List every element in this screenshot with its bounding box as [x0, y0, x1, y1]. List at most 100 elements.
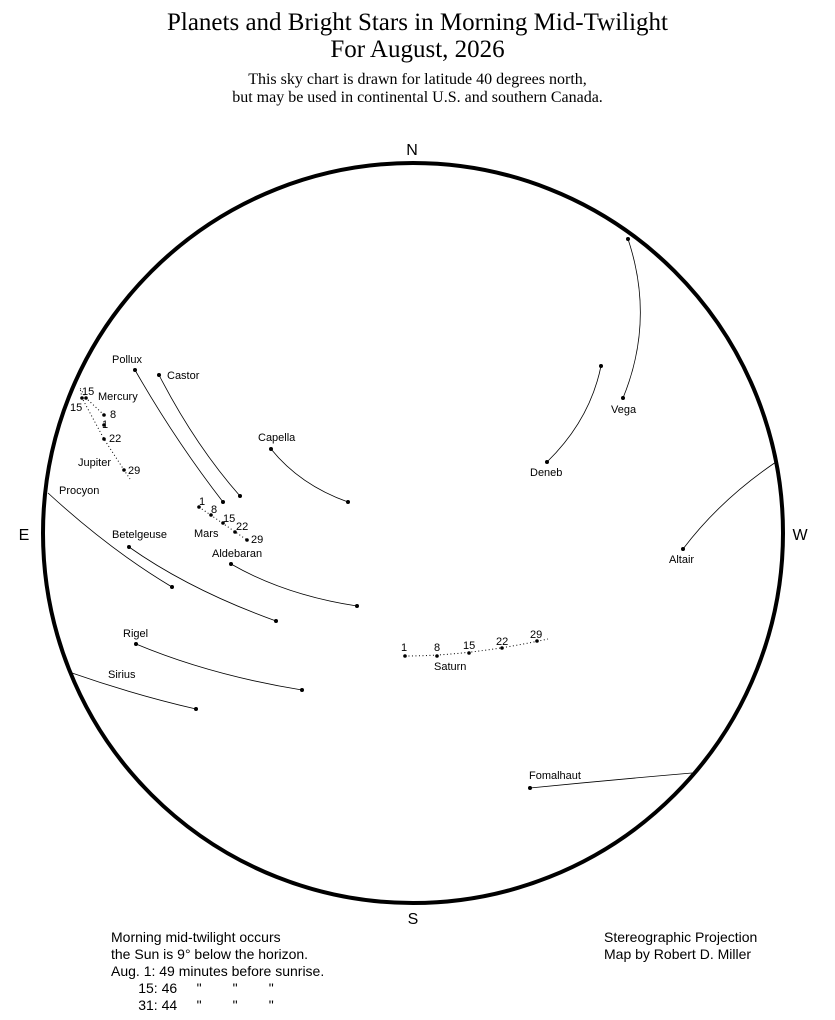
chart-title: Planets and Bright Stars in Morning Mid-… — [166, 9, 668, 36]
twilight-note-line-1: Morning mid-twilight occurs — [111, 929, 281, 945]
rigel-dot — [134, 642, 138, 646]
direction-south: S — [408, 911, 419, 928]
saturn-date-22: 22 — [496, 636, 508, 648]
castor-dot-end — [238, 494, 242, 498]
star-label-rigel: Rigel — [123, 628, 148, 640]
altair-dot — [681, 547, 685, 551]
altair-track — [682, 461, 777, 550]
betelgeuse-dot-end — [274, 619, 278, 623]
pollux-dot-end — [221, 500, 225, 504]
deneb-dot-start — [599, 364, 603, 368]
vega-dot — [621, 396, 625, 400]
vega-dot-start — [626, 237, 630, 241]
star-label-fomalhaut: Fomalhaut — [529, 770, 581, 782]
capella-dot-end — [346, 500, 350, 504]
planet-label-mercury: Mercury — [98, 391, 138, 403]
star-label-sirius: Sirius — [108, 669, 136, 681]
star-label-betelgeuse: Betelgeuse — [112, 529, 167, 541]
jupiter-dot-1 — [102, 423, 106, 427]
star-label-aldebaran: Aldebaran — [212, 548, 262, 560]
star-label-altair: Altair — [669, 554, 694, 566]
saturn-date-15: 15 — [463, 640, 475, 652]
twilight-note-line-3: Aug. 1: 49 minutes before sunrise. — [111, 963, 325, 979]
date-labels: 15 8 1 15 22 29 1 8 15 22 29 1 8 15 22 2… — [70, 386, 542, 654]
procyon-dot-end — [170, 585, 174, 589]
aldebaran-dot — [229, 562, 233, 566]
twilight-note-line-2: the Sun is 9° below the horizon. — [111, 946, 309, 962]
castor-dot — [157, 373, 161, 377]
pollux-track — [134, 369, 224, 503]
castor-track — [158, 374, 241, 497]
jupiter-date-29: 29 — [128, 465, 140, 477]
saturn-dot-15 — [467, 651, 471, 655]
saturn-dot-1 — [403, 654, 407, 658]
horizon-circle — [41, 161, 785, 905]
mars-date-8: 8 — [211, 504, 217, 516]
sirius-dot-end — [194, 707, 198, 711]
rigel-dot-end — [300, 688, 304, 692]
aldebaran-dot-end — [355, 604, 359, 608]
sirius-track — [71, 672, 197, 710]
vega-track — [622, 238, 641, 399]
mars-dot-1 — [197, 505, 201, 509]
subtitle-line-1: This sky chart is drawn for latitude 40 … — [248, 71, 587, 88]
saturn-date-29: 29 — [530, 629, 542, 641]
aldebaran-track — [230, 563, 358, 607]
jupiter-dot-29 — [122, 468, 126, 472]
star-tracks — [47, 238, 777, 789]
saturn-dot-22 — [500, 646, 504, 650]
saturn-dot-8 — [435, 654, 439, 658]
rigel-track — [135, 643, 303, 691]
fomalhaut-track — [529, 772, 693, 789]
chart-date: For August, 2026 — [330, 36, 505, 63]
mars-date-15: 15 — [223, 513, 235, 525]
direction-east: E — [19, 527, 30, 544]
saturn-date-1: 1 — [401, 642, 407, 654]
star-label-vega: Vega — [611, 404, 637, 416]
author-credit: Map by Robert D. Miller — [604, 946, 752, 962]
saturn-date-8: 8 — [434, 642, 440, 654]
mars-date-29: 29 — [251, 534, 263, 546]
pollux-dot — [133, 368, 137, 372]
mercury-date-15: 15 — [82, 386, 94, 398]
betelgeuse-dot — [127, 545, 131, 549]
planet-label-mars: Mars — [194, 528, 219, 540]
mars-date-1: 1 — [199, 496, 205, 508]
mars-dot-29 — [245, 538, 249, 542]
planet-dots — [80, 396, 539, 658]
mercury-date-1: 1 — [102, 419, 108, 431]
star-dots — [127, 237, 685, 790]
capella-track — [270, 448, 349, 503]
jupiter-date-22: 22 — [109, 433, 121, 445]
star-label-castor: Castor — [167, 370, 200, 382]
star-label-pollux: Pollux — [112, 354, 142, 366]
direction-north: N — [406, 142, 418, 159]
star-label-deneb: Deneb — [530, 467, 562, 479]
jupiter-dot-22 — [102, 437, 106, 441]
star-labels: Vega Deneb Altair Capella Pollux Castor … — [59, 354, 694, 782]
planet-label-jupiter: Jupiter — [78, 457, 111, 469]
planet-paths — [79, 387, 549, 657]
betelgeuse-track — [128, 546, 277, 622]
mercury-date-15b: 15 — [70, 402, 82, 414]
star-label-procyon: Procyon — [59, 485, 99, 497]
capella-dot — [269, 447, 273, 451]
mercury-dot-15b — [80, 396, 84, 400]
mercury-date-8: 8 — [110, 409, 116, 421]
mars-dot-8 — [209, 513, 213, 517]
mars-dot-15 — [221, 521, 225, 525]
saturn-dot-29 — [535, 639, 539, 643]
projection-note: Stereographic Projection — [604, 929, 758, 945]
mercury-dot-15 — [84, 396, 88, 400]
planet-label-saturn: Saturn — [434, 661, 466, 673]
mars-dot-22 — [233, 530, 237, 534]
star-label-capella: Capella — [258, 432, 296, 444]
direction-west: W — [792, 527, 808, 544]
deneb-track — [546, 365, 602, 463]
twilight-note-line-4: 15: 46 " " " — [111, 980, 274, 996]
saturn-path — [404, 638, 549, 657]
deneb-dot — [545, 460, 549, 464]
planet-labels: Mercury Jupiter Mars Saturn — [78, 391, 466, 673]
fomalhaut-dot — [528, 786, 532, 790]
